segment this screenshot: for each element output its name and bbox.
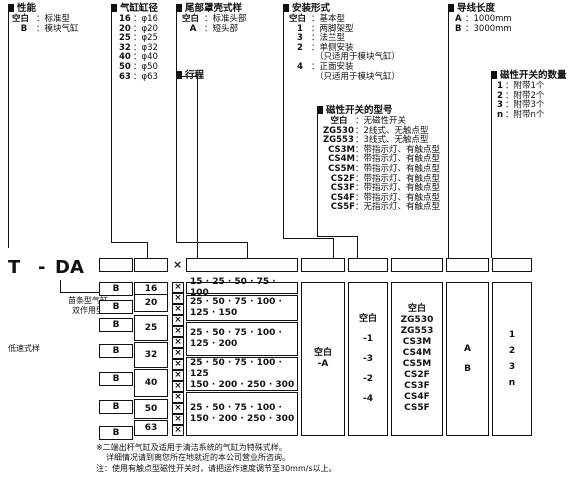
- mount-title: 安装形式: [283, 3, 330, 14]
- square-bullet-icon: [283, 4, 289, 12]
- b-cell: B: [99, 344, 133, 358]
- x-cell: ×: [172, 326, 184, 337]
- stroke-cell: 25 · 50 · 75 · 100 · 125 · 200: [186, 322, 298, 356]
- switch-type-list: 空白：无磁性开关 ZG530：2线式、无触点型 ZG553：3线式、无触点型 C…: [323, 116, 441, 213]
- square-bullet-icon: [176, 4, 182, 12]
- performance-title: 性能: [8, 3, 36, 14]
- x-cell: ×: [172, 348, 184, 359]
- x-cell: ×: [172, 370, 184, 381]
- model-da: DA: [55, 257, 84, 278]
- square-bullet-icon: [491, 71, 497, 79]
- x-cell: ×: [172, 414, 184, 425]
- square-bullet-icon: [8, 4, 14, 12]
- x-cell: ×: [172, 359, 184, 370]
- lead-list: A：1000mm B：3000mm: [455, 14, 512, 34]
- mount-column: 空白 -1 -3 -2 -4: [348, 282, 388, 436]
- x-mark: ×: [173, 258, 183, 271]
- lead-title: 导线长度: [448, 3, 495, 14]
- stroke-cell: 25 · 50 · 75 · 100 · 125 150 · 200 · 250…: [186, 357, 298, 391]
- x-cell: ×: [172, 282, 184, 293]
- code-box-bore: [134, 258, 168, 272]
- b-cell: B: [99, 282, 133, 296]
- bore-title: 气缸缸径: [111, 3, 158, 14]
- tail-column: 空白 -A: [301, 282, 345, 436]
- stroke-cell: 25 · 50 · 75 · 100 · 125 · 150: [186, 295, 298, 321]
- stroke-cell: 25 · 50 · 75 · 100 · 150 · 200 · 250 · 3…: [186, 392, 298, 436]
- bore-cell: 25: [134, 315, 168, 341]
- tail-list: 空白：标准头部 A：短头部: [182, 14, 247, 34]
- low-speed-label: 低速式样: [8, 344, 40, 353]
- square-bullet-icon: [317, 106, 323, 114]
- model-t: T: [8, 257, 21, 278]
- stroke-cell: 15 · 25 · 50 · 75 · 100: [186, 277, 298, 298]
- bore-cell: 32: [134, 342, 168, 368]
- mount-list: 空白：基本型 1：两脚架型 3：法兰型 2：单侧安装 （只适用于模块气缸） 4：…: [289, 14, 401, 82]
- bore-cell: 50: [134, 399, 168, 419]
- note-2: 详细情况请到离您所在地就近的本公司营业所咨询。: [106, 453, 290, 462]
- bore-cell: 20: [134, 294, 168, 312]
- code-box-switch: [391, 258, 443, 272]
- b-cell: B: [99, 400, 133, 414]
- bore-cell: 63: [134, 420, 168, 436]
- x-cell: ×: [172, 425, 184, 436]
- switch-type-title: 磁性开关的型号: [317, 105, 393, 116]
- b-cell: B: [99, 426, 133, 440]
- x-cell: ×: [172, 392, 184, 403]
- code-box-stroke: [186, 258, 298, 272]
- note-3: 注：使用有触点型磁性开关时，请把运作速度调节至30mm/s以上。: [96, 464, 337, 473]
- b-cell: B: [99, 318, 133, 332]
- x-cell: ×: [172, 337, 184, 348]
- x-cell: ×: [172, 381, 184, 392]
- count-column: 1 2 3 n: [492, 282, 532, 436]
- code-box-mount: [348, 258, 388, 272]
- x-cell: ×: [172, 293, 184, 304]
- performance-list: 空白：标准型 B：模块气缸: [12, 14, 79, 34]
- code-box-count: [492, 258, 532, 272]
- x-cell: ×: [172, 315, 184, 326]
- lead-column: A B: [446, 282, 489, 436]
- code-box-b: [99, 258, 133, 272]
- model-dash: -: [38, 257, 46, 278]
- b-cell: B: [99, 372, 133, 386]
- x-cell: ×: [172, 304, 184, 315]
- switch-column: 空白 ZG530 ZG553 CS3M CS4M CS5M CS2F CS3F …: [391, 282, 443, 436]
- square-bullet-icon: [111, 4, 117, 12]
- code-box-lead: [446, 258, 489, 272]
- x-cell: ×: [172, 403, 184, 414]
- code-box-tail: [301, 258, 345, 272]
- switch-count-title: 磁性开关的数量: [491, 70, 567, 81]
- square-bullet-icon: [176, 71, 182, 79]
- switch-count-list: 1：附带1个 2：附带2个 3：附带3个 n：附带n个: [497, 81, 545, 120]
- note-1: ※二端出杆气缸及适用于清洁系统的气缸为特殊式样。: [96, 443, 287, 452]
- b-cell: B: [99, 300, 133, 314]
- row-type-label: 苗条型气缸 双作用型: [68, 296, 108, 315]
- tail-title: 尾部罩壳式样: [176, 3, 242, 14]
- square-bullet-icon: [448, 4, 454, 12]
- stroke-title: 行程: [176, 70, 204, 81]
- bore-cell: 40: [134, 369, 168, 397]
- bore-list: 16：φ16 20：φ20 25：φ25 32：φ32 40：φ40 50：φ5…: [119, 14, 158, 82]
